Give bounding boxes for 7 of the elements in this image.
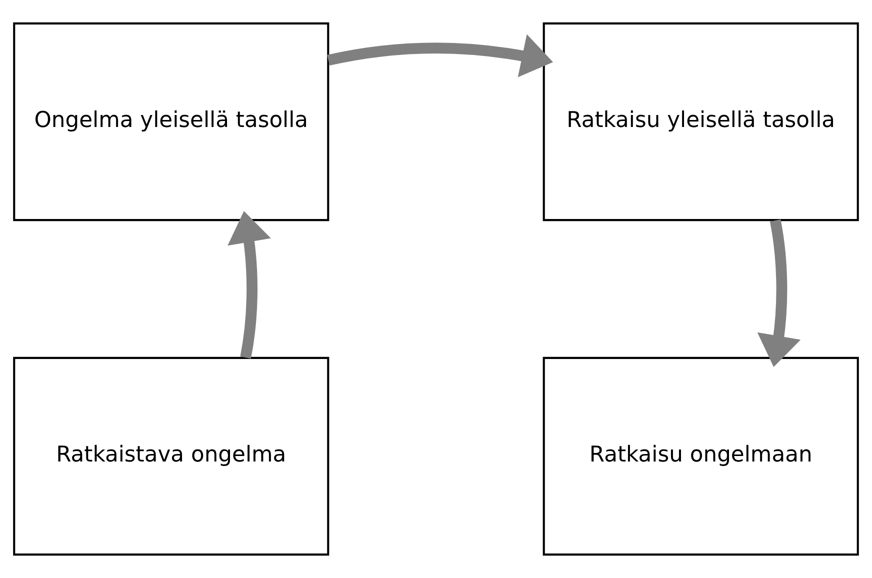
- arrow: [228, 211, 271, 359]
- node-box: Ratkaisu ongelmaan: [542, 356, 859, 556]
- arrow: [327, 34, 554, 78]
- node-box: Ratkaisu yleisellä tasolla: [542, 22, 859, 222]
- node-box: Ratkaistava ongelma: [13, 356, 330, 556]
- node-box: Ongelma yleisellä tasolla: [13, 22, 330, 222]
- arrow: [757, 219, 801, 367]
